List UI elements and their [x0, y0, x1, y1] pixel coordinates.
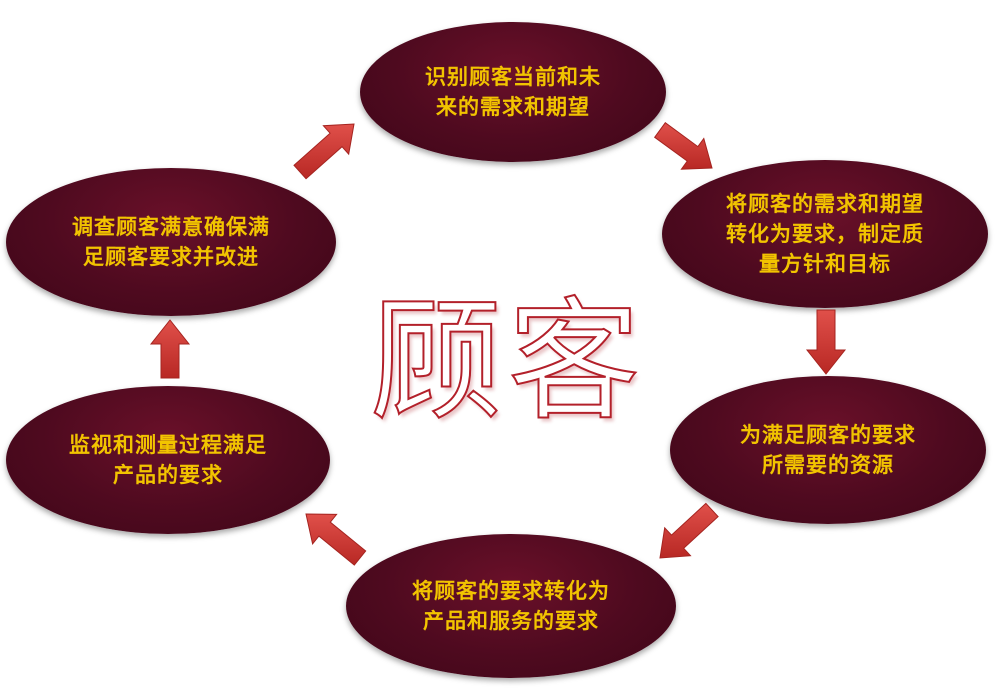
arrow-step-5-to-6 [149, 319, 191, 379]
center-title: 顾客 [369, 284, 646, 440]
step-1-ellipse: 识别顾客当前和未 来的需求和期望 [360, 22, 666, 162]
step-6-label: 调查顾客满意确保满 足顾客要求并改进 [72, 215, 270, 269]
arrow-step-3-to-4 [659, 502, 719, 559]
step-6-ellipse: 调查顾客满意确保满 足顾客要求并改进 [6, 168, 336, 316]
step-1-label: 识别顾客当前和未 来的需求和期望 [425, 65, 601, 119]
step-4-ellipse: 将顾客的要求转化为 产品和服务的要求 [346, 534, 676, 678]
step-5-label: 监视和测量过程满足 产品的要求 [69, 433, 267, 487]
step-2-label: 将顾客的需求和期望 转化为要求，制定质 量方针和目标 [726, 192, 924, 276]
arrow-step-6-to-1 [293, 123, 355, 180]
step-4-label: 将顾客的要求转化为 产品和服务的要求 [412, 579, 610, 633]
arrow-step-4-to-5 [305, 513, 367, 566]
arrow-step-2-to-3 [805, 309, 847, 375]
step-3-ellipse: 为满足顾客的要求 所需要的资源 [670, 376, 986, 524]
step-3-label: 为满足顾客的要求 所需要的资源 [740, 423, 916, 477]
step-2-ellipse: 将顾客的需求和期望 转化为要求，制定质 量方针和目标 [662, 160, 988, 308]
arrow-step-1-to-2 [654, 121, 713, 170]
step-5-ellipse: 监视和测量过程满足 产品的要求 [6, 386, 330, 534]
